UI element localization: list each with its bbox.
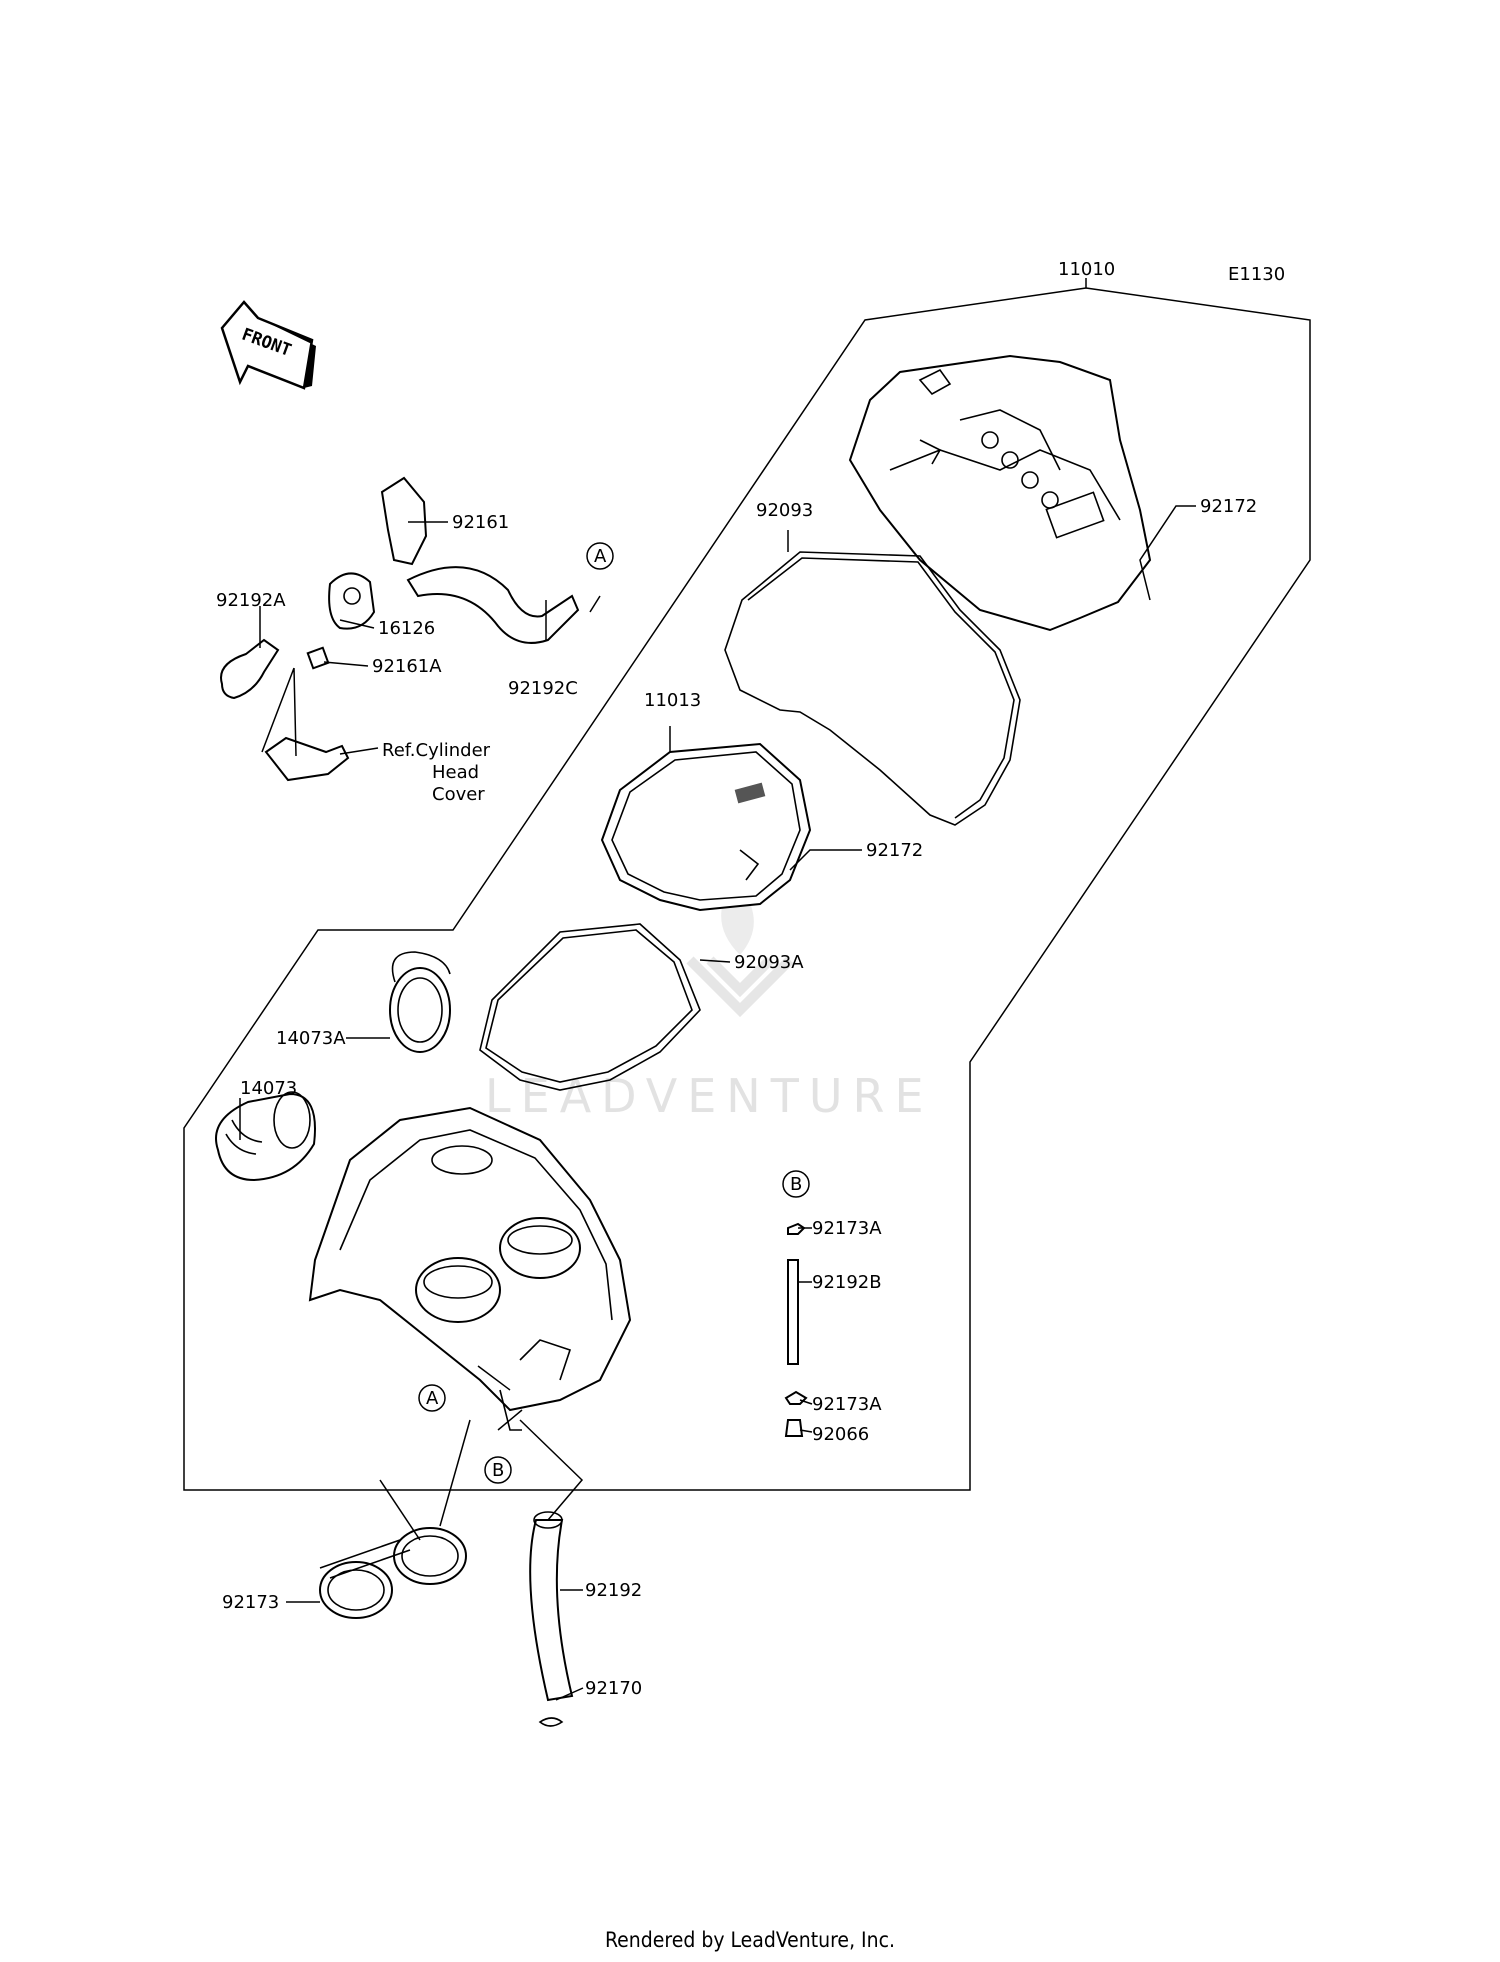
marker-A-top: A	[586, 542, 614, 570]
label-ref-line1: Ref.Cylinder	[382, 740, 491, 761]
label-92192C: 92192C	[508, 678, 578, 699]
part-labels: 11010 11010 E1130 92172 92093 92161 9219…	[216, 259, 1285, 1699]
label-11013: 11013	[644, 690, 701, 711]
breather-assembly	[220, 476, 580, 782]
footer-credit: Rendered by LeadVenture, Inc.	[605, 1928, 895, 1952]
marker-B-bottom: B	[484, 1456, 512, 1484]
label-16126: 16126	[378, 618, 435, 639]
label-92192B: 92192B	[812, 1272, 882, 1293]
label-92161: 92161	[452, 512, 509, 533]
label-92170: 92170	[585, 1678, 642, 1699]
label-ref-line3: Cover	[432, 784, 485, 805]
label-92172-top: 92172	[1200, 496, 1257, 517]
front-arrow-icon: FRONT	[220, 300, 316, 390]
marker-A-bottom: A	[418, 1384, 446, 1412]
hose-92192	[529, 1511, 574, 1727]
assembly-boundary	[183, 287, 1311, 1491]
label-14073: 14073	[240, 1078, 297, 1099]
label-92066: 92066	[812, 1424, 869, 1445]
gasket-92093	[724, 551, 1021, 826]
label-92093: 92093	[756, 500, 813, 521]
label-92192: 92192	[585, 1580, 642, 1601]
svg-text:A: A	[426, 1388, 439, 1409]
air-cleaner-lower-housing	[308, 1106, 632, 1431]
air-funnel-14073	[215, 1091, 316, 1182]
label-92173: 92173	[222, 1592, 279, 1613]
svg-text:A: A	[594, 546, 607, 567]
marker-B-top: B	[782, 1170, 810, 1198]
gasket-92093A	[479, 923, 701, 1091]
label-ref-line2: Head	[432, 762, 479, 783]
label-92161A: 92161A	[372, 656, 442, 677]
svg-text:B: B	[790, 1174, 802, 1195]
air-funnel-14073A	[389, 951, 451, 1053]
label-92192A: 92192A	[216, 590, 286, 611]
svg-text:B: B	[492, 1460, 504, 1481]
label-14073A: 14073A	[276, 1028, 346, 1049]
label-92173A-bottom: 92173A	[812, 1394, 882, 1415]
leader-lines	[239, 278, 1196, 1701]
label-92172-mid: 92172	[866, 840, 923, 861]
clamps-92173	[319, 1527, 467, 1619]
air-cleaner-upper-housing	[848, 354, 1152, 632]
drain-tube-assembly	[784, 1222, 808, 1437]
watermark: LEADVENTURE	[485, 880, 934, 1123]
air-cleaner-element	[600, 742, 812, 912]
label-92173A-top: 92173A	[812, 1218, 882, 1239]
label-11010: 11010	[1058, 259, 1115, 280]
watermark-text: LEADVENTURE	[485, 1069, 934, 1123]
label-92093A: 92093A	[734, 952, 804, 973]
label-e1130: E1130	[1228, 264, 1285, 285]
